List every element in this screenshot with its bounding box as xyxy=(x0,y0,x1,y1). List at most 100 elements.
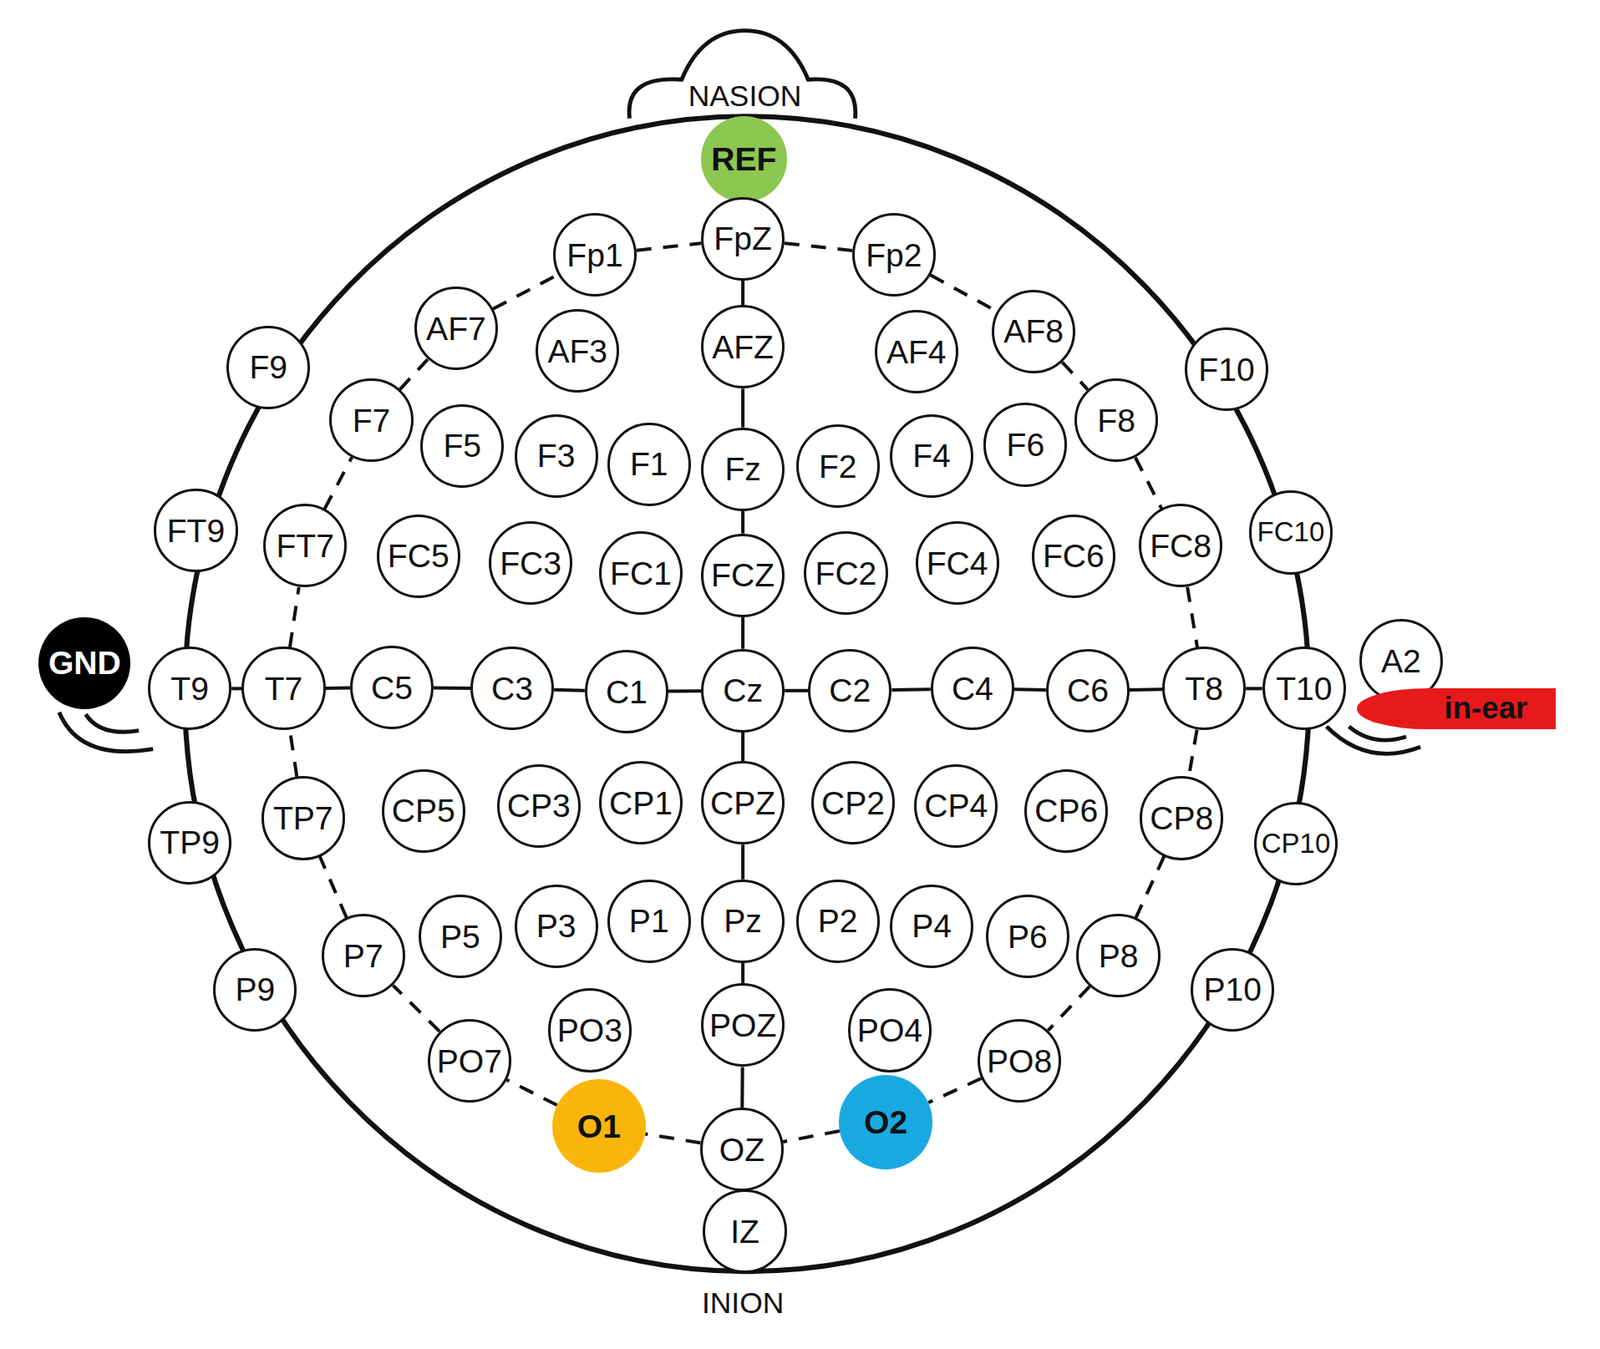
electrode-circle: FT7 xyxy=(263,503,347,588)
ring-line xyxy=(928,1078,981,1103)
ring-line xyxy=(492,274,559,310)
electrode-po4-label: PO4 xyxy=(857,1014,923,1047)
head-circle xyxy=(184,116,1310,1272)
electrode-line xyxy=(741,388,745,427)
electrode-circle: CP8 xyxy=(1139,776,1224,860)
electrode-oz-label: OZ xyxy=(719,1133,765,1167)
electrode-line xyxy=(741,963,745,984)
electrode-po7-label: PO7 xyxy=(436,1045,503,1078)
electrode-circle: T7 xyxy=(241,646,326,731)
electrode-cp2-label: CP2 xyxy=(821,787,885,820)
ring-line xyxy=(1188,730,1198,778)
electrode-cp5-label: CP5 xyxy=(391,794,456,828)
electrode-f8-label: F8 xyxy=(1097,404,1136,437)
electrode-t10-label: T10 xyxy=(1275,672,1332,706)
electrode-f2-label: F2 xyxy=(818,450,858,483)
electrode-circle: AFZ xyxy=(700,304,785,389)
electrode-circle: Fz xyxy=(700,427,785,512)
electrode-circle: P3 xyxy=(514,884,599,969)
electrode-line xyxy=(1129,687,1163,692)
electrode-circle: Fp2 xyxy=(852,213,936,297)
electrode-circle: F8 xyxy=(1074,378,1159,463)
electrode-cp6-label: CP6 xyxy=(1034,794,1098,828)
right-ear xyxy=(1326,726,1421,755)
electrode-circle: T10 xyxy=(1262,646,1347,731)
electrode-circle: FC10 xyxy=(1249,490,1333,574)
electrode-circle: C1 xyxy=(584,650,669,734)
electrode-circle: P9 xyxy=(213,948,297,1032)
electrode-circle: F2 xyxy=(796,424,880,508)
ring-line xyxy=(782,1131,840,1143)
electrode-circle: PO7 xyxy=(427,1019,512,1103)
electrode-circle: P2 xyxy=(796,879,880,964)
electrode-line xyxy=(1245,686,1263,691)
electrode-p1-label: P1 xyxy=(629,904,670,938)
electrode-circle: PO3 xyxy=(548,988,632,1072)
electrode-fpz-label: FpZ xyxy=(713,222,772,255)
electrode-cp1-label: CP1 xyxy=(609,787,673,820)
electrode-p7-label: P7 xyxy=(343,939,384,973)
electrode-line xyxy=(231,686,242,691)
electrode-f7-label: F7 xyxy=(352,404,392,437)
electrode-cp10-label: CP10 xyxy=(1261,830,1331,859)
ring-line xyxy=(289,587,300,648)
electrode-gnd-label: GND xyxy=(48,646,122,680)
electrode-t8-label: T8 xyxy=(1184,672,1224,706)
electrode-f10-label: F10 xyxy=(1198,353,1255,387)
electrode-line xyxy=(1014,687,1047,692)
electrode-p4-label: P4 xyxy=(911,909,952,943)
electrode-fc6-label: FC6 xyxy=(1042,539,1105,573)
electrode-circle: FC8 xyxy=(1138,503,1223,588)
electrode-fc1-label: FC1 xyxy=(609,557,672,590)
ring-line xyxy=(1135,856,1164,919)
electrode-c6-label: C6 xyxy=(1066,674,1109,707)
electrode-circle: F4 xyxy=(889,414,974,498)
electrode-circle: TP9 xyxy=(147,801,232,885)
electrode-circle: OZ xyxy=(700,1107,784,1192)
left-ear xyxy=(59,712,153,752)
electrode-circle: P10 xyxy=(1190,948,1275,1032)
electrode-circle: PO4 xyxy=(848,988,932,1072)
electrode-circle: O2 xyxy=(838,1075,933,1169)
electrode-circle: F10 xyxy=(1184,327,1269,412)
electrode-circle: F3 xyxy=(514,414,599,498)
electrode-circle: C2 xyxy=(807,649,892,733)
electrode-f9-label: F9 xyxy=(248,350,288,384)
ground-electrode: GND xyxy=(38,617,131,710)
electrode-circle: CPZ xyxy=(700,761,785,845)
electrode-circle: F9 xyxy=(226,325,310,410)
electrode-fp1-label: Fp1 xyxy=(566,238,623,272)
electrode-circle: CP6 xyxy=(1024,769,1108,854)
electrode-p5-label: P5 xyxy=(440,920,481,954)
electrode-circle: P6 xyxy=(985,894,1070,979)
in-ear-electrode: in-ear xyxy=(1356,688,1556,730)
electrode-line xyxy=(553,688,585,693)
electrode-fc8-label: FC8 xyxy=(1149,529,1212,563)
electrode-fc3-label: FC3 xyxy=(499,547,562,580)
electrode-fc5-label: FC5 xyxy=(387,539,450,573)
ring-line xyxy=(784,243,853,251)
electrode-o1-label: O1 xyxy=(577,1110,621,1143)
electrode-circle: FC4 xyxy=(915,521,1000,605)
electrode-circle: P7 xyxy=(321,914,406,998)
electrode-circle: P4 xyxy=(889,884,974,969)
electrode-ref-label: REF xyxy=(711,142,777,176)
electrode-tp9-label: TP9 xyxy=(159,826,220,859)
reference-electrode: REF xyxy=(700,116,788,203)
electrode-c3-label: C3 xyxy=(491,672,534,706)
ring-line xyxy=(392,985,440,1032)
electrode-circle: F7 xyxy=(329,378,413,463)
electrode-a2-label: A2 xyxy=(1381,645,1422,678)
electrode-p9-label: P9 xyxy=(234,973,275,1006)
electrode-line xyxy=(325,686,351,691)
electrode-c2-label: C2 xyxy=(828,674,871,707)
ring-line xyxy=(930,274,997,312)
electrode-line xyxy=(741,617,745,650)
electrode-circle: CP2 xyxy=(811,761,895,845)
electrode-circle: FpZ xyxy=(700,197,785,281)
electrode-pz-label: Pz xyxy=(723,904,762,938)
electrode-line xyxy=(740,1066,744,1108)
electrode-circle: FCZ xyxy=(700,533,785,618)
electrode-circle: Pz xyxy=(700,879,785,964)
